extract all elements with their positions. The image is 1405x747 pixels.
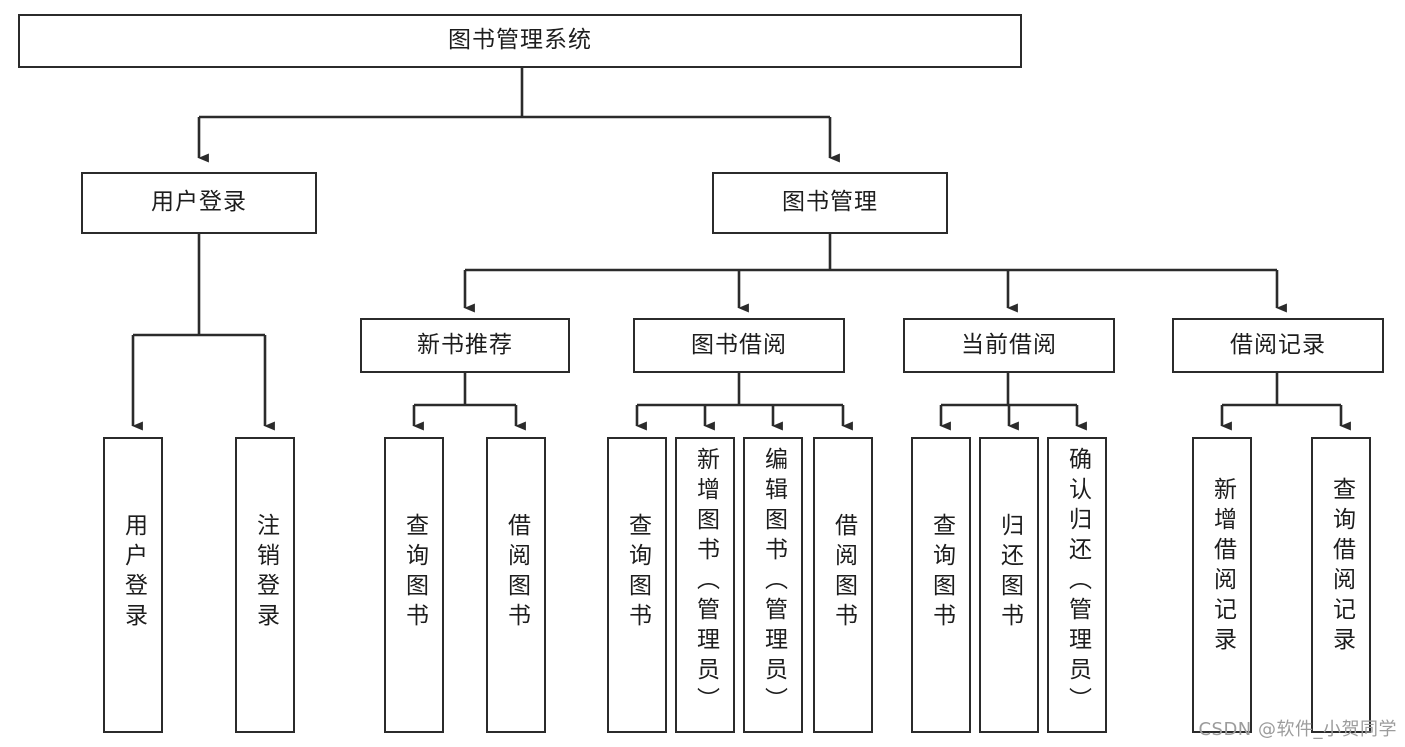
node-label: 用户登录 [120, 513, 147, 633]
node-current-borrow[interactable]: 当前借阅 [903, 318, 1115, 373]
leaf-add-borrow-record[interactable]: 新增借阅记录 [1192, 437, 1252, 733]
node-label: 确认归还（管理员） [1064, 447, 1091, 717]
leaf-query-book-recommend[interactable]: 查询图书 [384, 437, 444, 733]
node-label: 查询图书 [401, 513, 428, 633]
node-book-manage[interactable]: 图书管理 [712, 172, 948, 234]
leaf-query-book-current[interactable]: 查询图书 [911, 437, 971, 733]
node-label: 新书推荐 [417, 331, 513, 358]
node-label: 查询图书 [928, 513, 955, 633]
leaf-borrow-book-borrow[interactable]: 借阅图书 [813, 437, 873, 733]
node-label: 借阅记录 [1230, 331, 1326, 358]
node-label: 查询借阅记录 [1328, 477, 1355, 657]
leaf-confirm-return[interactable]: 确认归还（管理员） [1047, 437, 1107, 733]
node-label: 归还图书 [996, 513, 1023, 633]
node-new-book-recommend[interactable]: 新书推荐 [360, 318, 570, 373]
node-label: 编辑图书（管理员） [760, 447, 787, 717]
leaf-query-borrow-record[interactable]: 查询借阅记录 [1311, 437, 1371, 733]
node-label: 图书借阅 [691, 331, 787, 358]
leaf-borrow-book-recommend[interactable]: 借阅图书 [486, 437, 546, 733]
csdn-watermark: CSDN @软件_小贺同学 [1198, 719, 1397, 740]
node-label: 用户登录 [151, 189, 247, 216]
node-label: 图书管理 [782, 189, 878, 216]
node-label: 查询图书 [624, 513, 651, 633]
leaf-edit-book[interactable]: 编辑图书（管理员） [743, 437, 803, 733]
node-user-login[interactable]: 用户登录 [81, 172, 317, 234]
node-label: 新增借阅记录 [1209, 477, 1236, 657]
leaf-return-book[interactable]: 归还图书 [979, 437, 1039, 733]
node-book-borrow[interactable]: 图书借阅 [633, 318, 845, 373]
leaf-add-book[interactable]: 新增图书（管理员） [675, 437, 735, 733]
leaf-query-book-borrow[interactable]: 查询图书 [607, 437, 667, 733]
node-label: 图书管理系统 [448, 27, 592, 54]
node-label: 注销登录 [252, 513, 279, 633]
node-label: 借阅图书 [503, 513, 530, 633]
node-label: 当前借阅 [961, 331, 1057, 358]
leaf-logout-login[interactable]: 注销登录 [235, 437, 295, 733]
node-label: 新增图书（管理员） [692, 447, 719, 717]
leaf-user-login[interactable]: 用户登录 [103, 437, 163, 733]
node-label: 借阅图书 [830, 513, 857, 633]
node-root-system[interactable]: 图书管理系统 [18, 14, 1022, 68]
node-borrow-record[interactable]: 借阅记录 [1172, 318, 1384, 373]
